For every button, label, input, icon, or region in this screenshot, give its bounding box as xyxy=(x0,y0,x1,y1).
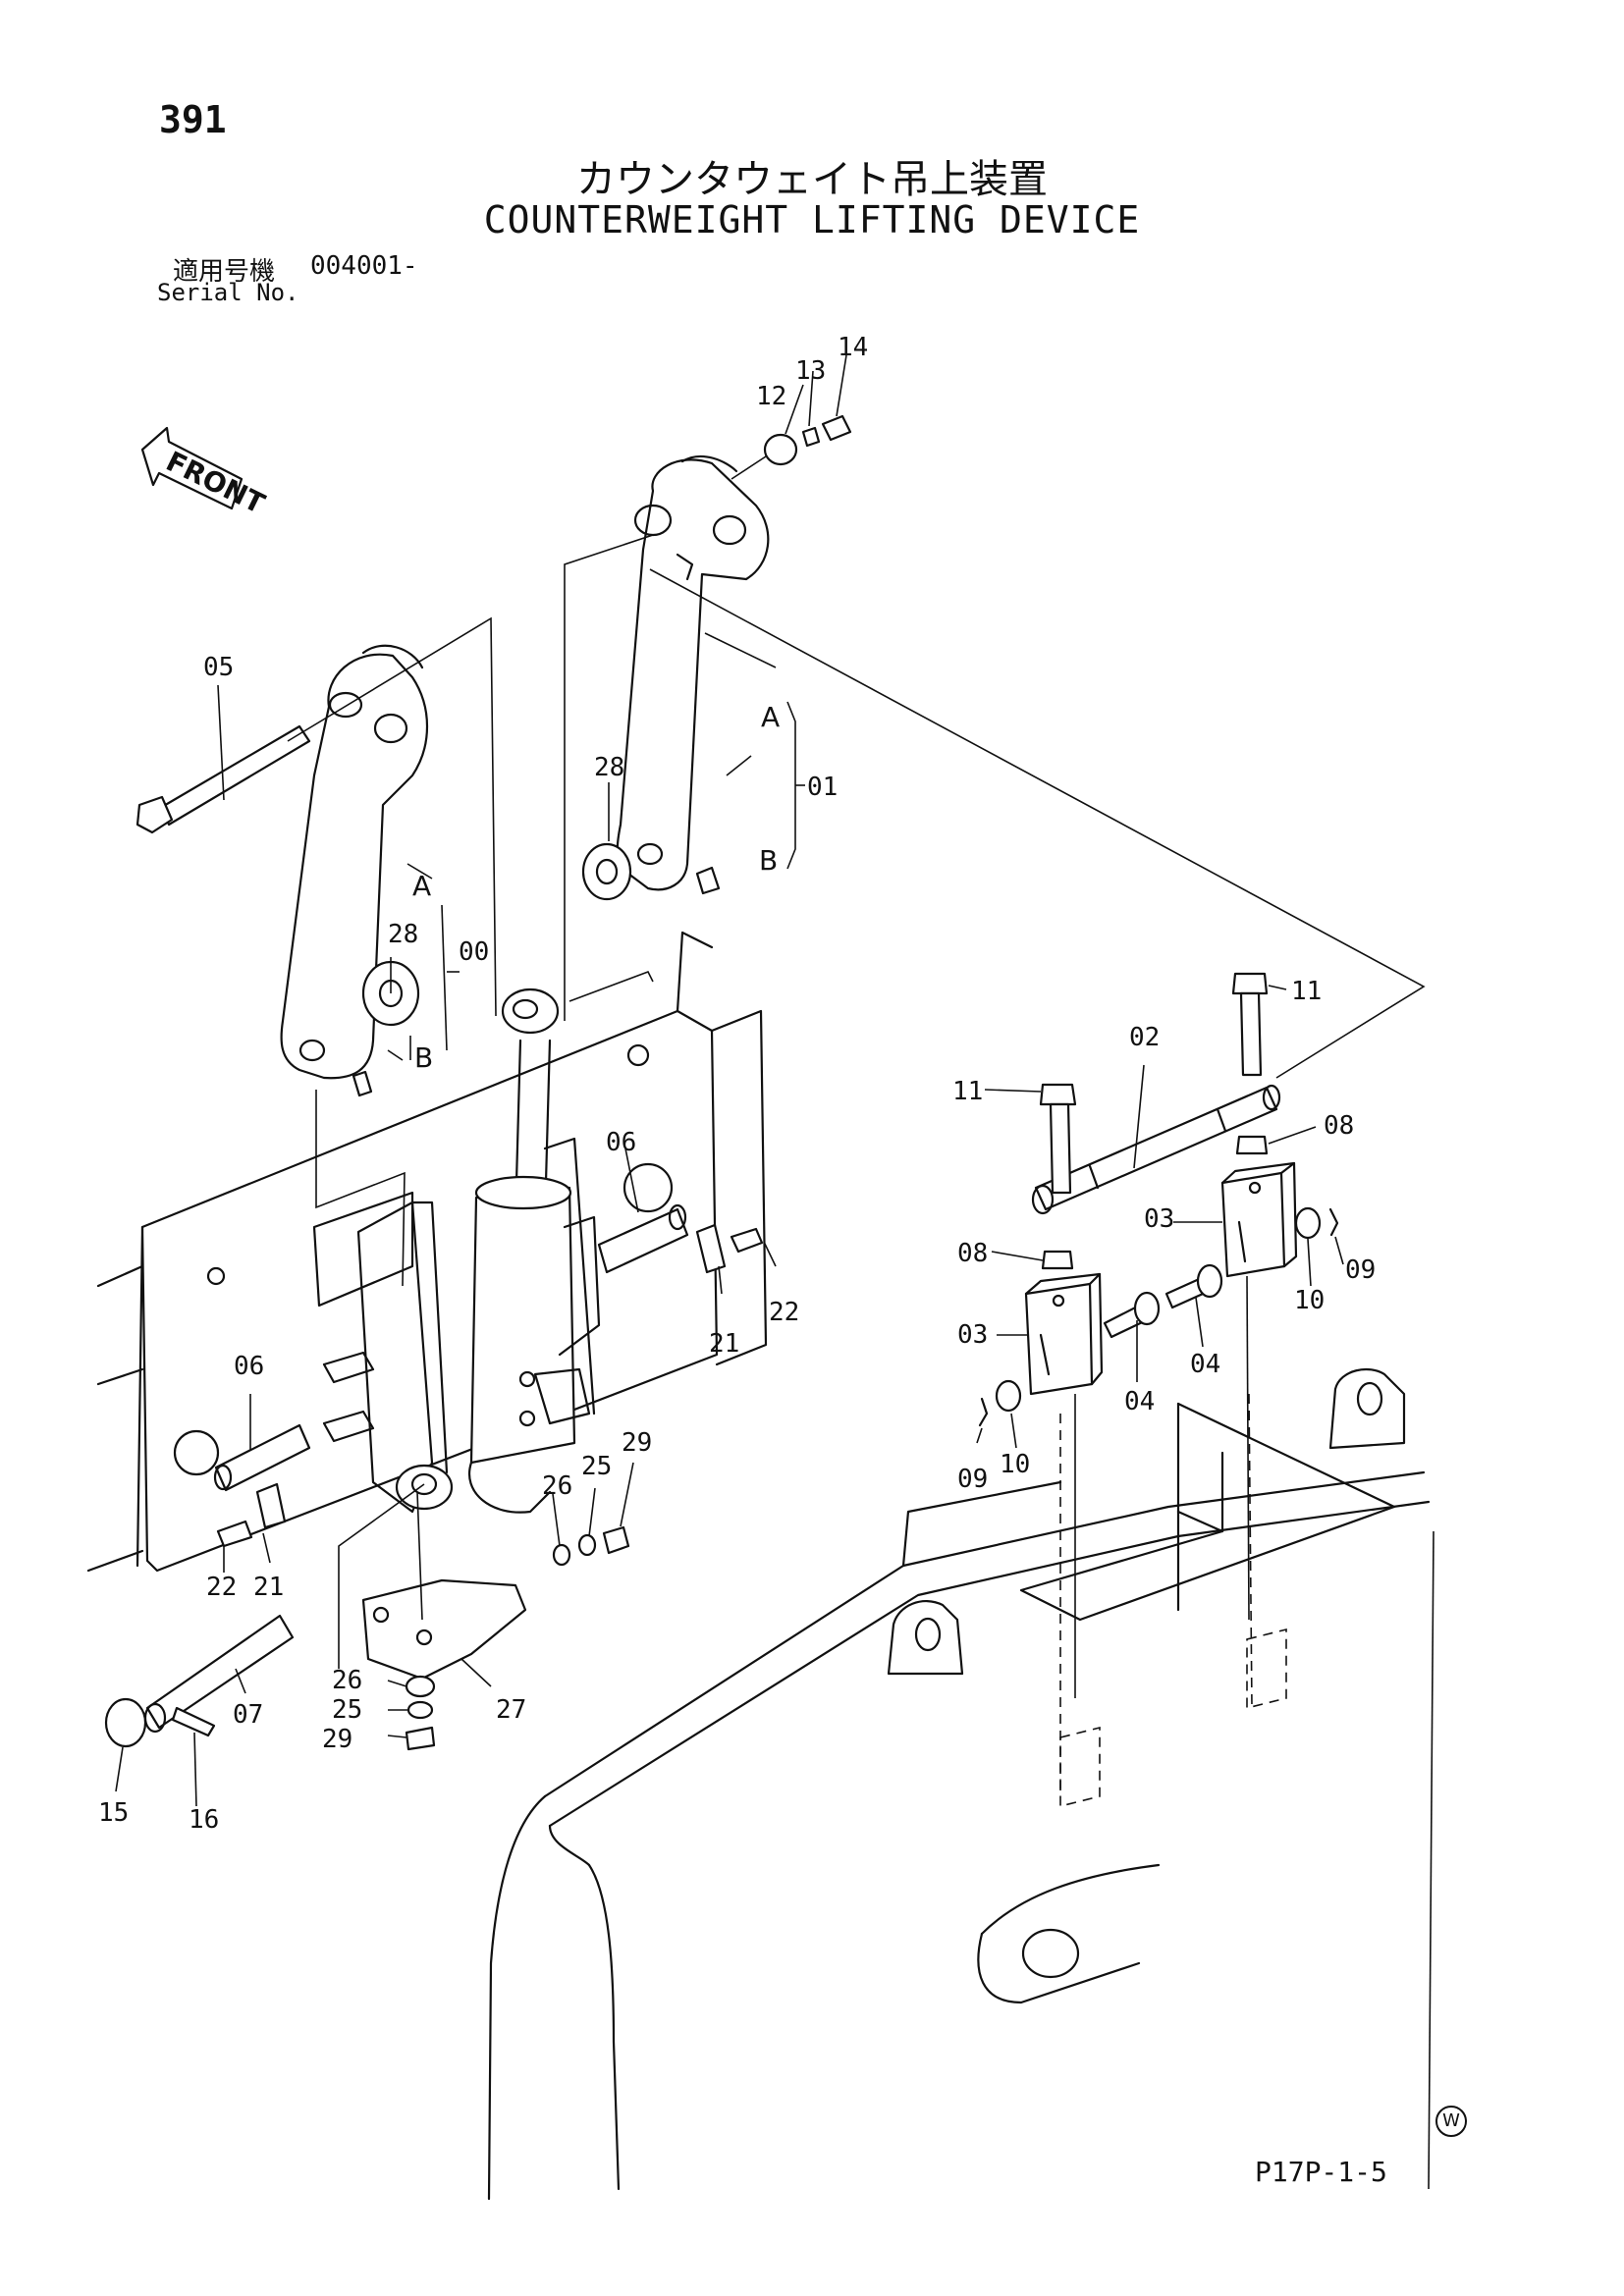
label-part-15: 15 xyxy=(98,1798,129,1828)
page-title-japanese: カウンタウェイト吊上装置 xyxy=(576,157,1048,202)
label-part-26-upper: 26 xyxy=(542,1471,572,1501)
label-part-03-left: 03 xyxy=(957,1320,988,1350)
label-part-08-right: 08 xyxy=(1324,1111,1354,1141)
washer-28-right xyxy=(581,842,632,901)
label-part-02: 02 xyxy=(1129,1023,1160,1052)
bolt-11-left xyxy=(1039,1083,1077,1195)
bolt-b-left xyxy=(352,1070,373,1097)
label-part-11-left: 11 xyxy=(952,1077,983,1106)
snap-pin-09-left xyxy=(978,1397,989,1427)
label-part-29-lower: 29 xyxy=(322,1725,352,1754)
page-title-english: COUNTERWEIGHT LIFTING DEVICE xyxy=(483,198,1141,241)
washers-lower xyxy=(405,1675,436,1751)
label-part-13: 13 xyxy=(795,356,826,386)
label-part-11-right: 11 xyxy=(1291,977,1322,1006)
pin-04-left xyxy=(1103,1291,1161,1339)
label-part-27: 27 xyxy=(496,1695,526,1725)
label-part-04-left: 04 xyxy=(1124,1387,1155,1416)
label-part-08-left: 08 xyxy=(957,1239,988,1268)
washers-upper-right xyxy=(552,1525,630,1567)
label-part-01: 01 xyxy=(807,773,838,802)
label-part-16: 16 xyxy=(189,1805,219,1835)
label-part-04-right: 04 xyxy=(1190,1350,1220,1379)
label-part-05: 05 xyxy=(203,653,234,682)
lifting-arm-01 xyxy=(616,454,770,891)
bolt-11-right xyxy=(1231,972,1269,1077)
snap-pin-09-right xyxy=(1328,1207,1339,1237)
bolt-b-right xyxy=(695,866,721,895)
assembly-guide-lines xyxy=(287,455,1426,1796)
shaft-02 xyxy=(1031,1084,1281,1215)
label-part-10-left: 10 xyxy=(1000,1450,1030,1479)
label-part-25-lower: 25 xyxy=(332,1695,362,1725)
bolt-14 xyxy=(821,414,852,442)
label-part-28-left: 28 xyxy=(388,920,418,949)
label-part-10-right: 10 xyxy=(1294,1286,1325,1315)
label-part-06-lower: 06 xyxy=(234,1352,264,1381)
label-part-21-upper: 21 xyxy=(709,1329,739,1359)
lockwasher-13 xyxy=(801,426,821,448)
pin-07 xyxy=(143,1614,295,1737)
serial-number-value: 004001- xyxy=(310,251,418,281)
label-part-28-right: 28 xyxy=(594,753,624,782)
washer-10-left xyxy=(995,1379,1022,1413)
label-part-22-lower: 22 xyxy=(206,1573,237,1602)
pin-04-right xyxy=(1164,1263,1223,1309)
label-part-00: 00 xyxy=(459,937,489,967)
label-letter-b-left: B xyxy=(414,1041,433,1074)
label-part-06-upper: 06 xyxy=(606,1128,636,1157)
nut-08-left xyxy=(1041,1250,1074,1270)
pin-06-upper xyxy=(597,1203,764,1274)
label-part-07: 07 xyxy=(233,1700,263,1730)
snap-ring-15 xyxy=(104,1697,147,1748)
label-part-03-right: 03 xyxy=(1144,1204,1174,1234)
label-part-25-upper: 25 xyxy=(581,1452,612,1481)
nut-08-right xyxy=(1235,1135,1269,1155)
label-letter-b-right: B xyxy=(759,844,778,877)
label-letter-a-left: A xyxy=(412,870,431,902)
base-frame-plate xyxy=(86,931,768,1573)
label-part-09-right: 09 xyxy=(1345,1255,1376,1285)
serial-label-japanese: 適用号機 xyxy=(173,257,276,287)
label-part-22-upper: 22 xyxy=(769,1298,799,1327)
page-code: P17P-1-5 xyxy=(1255,2156,1387,2188)
w-mark-icon: W xyxy=(1435,2106,1467,2137)
counterweight-body xyxy=(487,1367,1435,2201)
label-part-12: 12 xyxy=(756,382,786,411)
plate-12 xyxy=(763,433,798,466)
pin-06-lower xyxy=(213,1423,311,1548)
page-number: 391 xyxy=(159,98,227,141)
clevis-03-left xyxy=(1024,1272,1104,1396)
clevis-03-right xyxy=(1220,1161,1298,1278)
label-part-21-lower: 21 xyxy=(253,1573,284,1602)
leader-lines xyxy=(115,354,1344,1807)
serial-label-english: Serial No. xyxy=(157,279,299,306)
label-part-09-left: 09 xyxy=(957,1465,988,1494)
label-letter-a-right: A xyxy=(761,701,780,733)
label-part-14: 14 xyxy=(838,333,868,362)
label-part-29-upper: 29 xyxy=(622,1428,652,1458)
front-arrow-icon: FRONT xyxy=(140,426,270,520)
hydraulic-cylinder xyxy=(356,988,601,1514)
washer-10-right xyxy=(1294,1206,1322,1240)
bracket-27 xyxy=(361,1578,527,1681)
part-number-labels: 05 12 13 14 A 28 01 B A 28 00 B 02 11 11… xyxy=(98,333,1376,1835)
pin-05 xyxy=(135,724,311,834)
label-part-26-lower: 26 xyxy=(332,1666,362,1695)
